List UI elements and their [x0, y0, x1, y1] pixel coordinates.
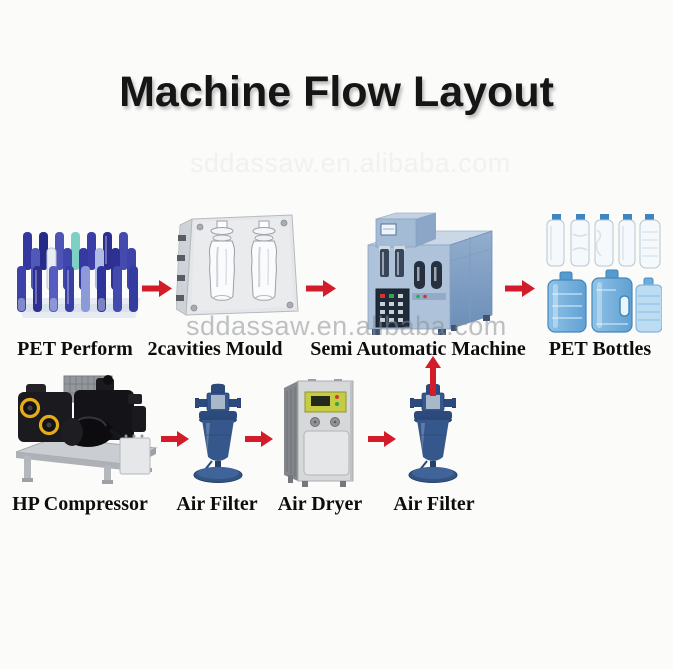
up-arrow-icon — [425, 356, 441, 401]
air-filter-image — [407, 383, 459, 485]
blow-machine-image — [352, 203, 498, 337]
right-arrow-icon — [245, 431, 273, 452]
label-pet-bottles: PET Bottles — [548, 337, 652, 360]
label-hp-compressor: HP Compressor — [12, 492, 148, 515]
pet-bottles-image — [544, 212, 662, 334]
mould-image — [176, 213, 302, 328]
label-air-filter-2: Air Filter — [393, 492, 475, 515]
page-title: Machine Flow Layout — [119, 68, 554, 116]
watermark-text: sddassaw.en.alibaba.com — [186, 311, 507, 341]
pet-preforms-image — [15, 230, 143, 325]
right-arrow-icon — [368, 431, 396, 452]
right-arrow-icon — [161, 431, 189, 452]
label-pet-perform: PET Perform — [17, 337, 133, 360]
compressor-image — [8, 372, 163, 484]
label-air-dryer: Air Dryer — [277, 492, 363, 515]
air-filter-image — [192, 383, 244, 485]
right-arrow-icon — [142, 280, 172, 302]
label-air-filter-1: Air Filter — [176, 492, 258, 515]
label-2cavities-mould: 2cavities Mould — [147, 337, 283, 360]
right-arrow-icon — [306, 280, 336, 302]
air-dryer-image — [282, 379, 357, 487]
watermark-ghost: sddassaw.en.alibaba.com — [190, 148, 511, 178]
label-semi-automatic-machine: Semi Automatic Machine — [310, 337, 526, 360]
right-arrow-icon — [505, 280, 535, 302]
